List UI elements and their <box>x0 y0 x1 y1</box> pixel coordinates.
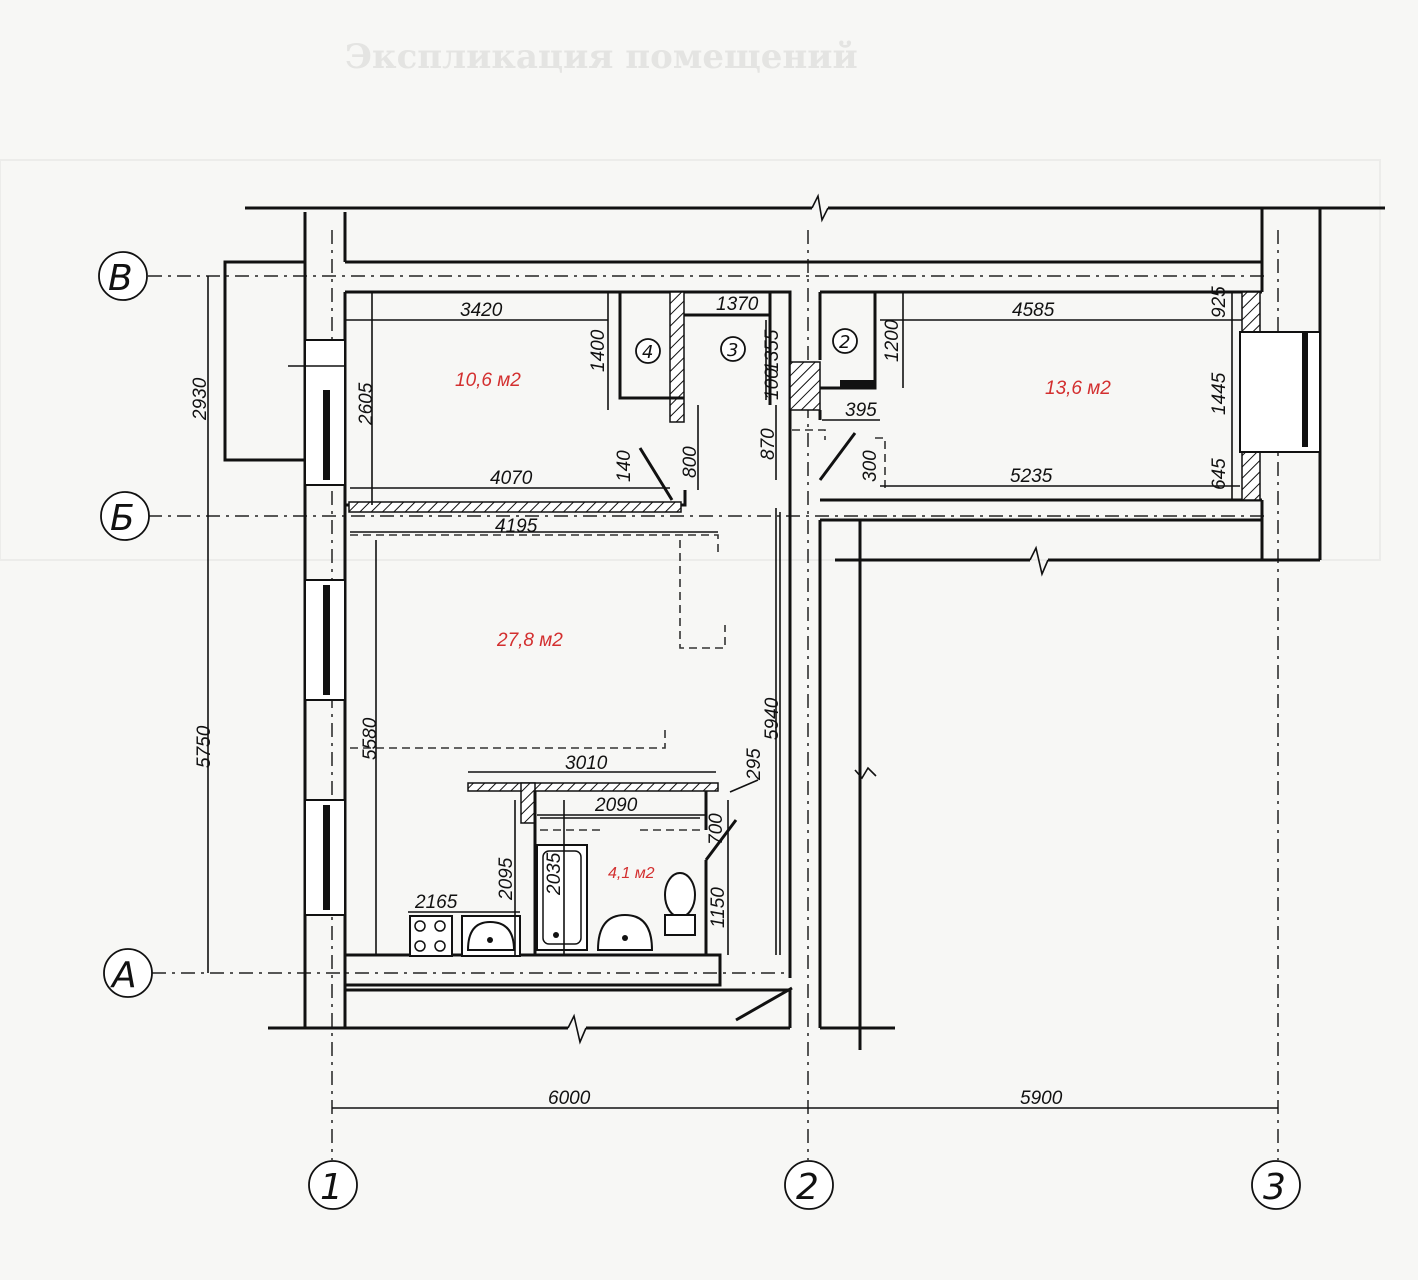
toilet-icon <box>664 872 696 936</box>
dim-1370: 1370 <box>716 294 759 315</box>
dim-1355: 1355 <box>762 329 783 372</box>
svg-text:3: 3 <box>727 340 738 361</box>
dim-5940: 5940 <box>762 697 783 740</box>
axis-label-3: 3 <box>1263 1167 1286 1208</box>
dim-4585: 4585 <box>1012 300 1055 321</box>
dim-1400: 1400 <box>588 329 609 372</box>
dim-6000: 6000 <box>548 1088 591 1109</box>
dim-2090: 2090 <box>594 795 638 816</box>
axis-label-b: Б <box>110 498 135 539</box>
dim-395: 395 <box>845 400 877 421</box>
faint-table <box>0 159 1381 561</box>
dim-4070: 4070 <box>490 468 533 489</box>
dim-1445: 1445 <box>1209 372 1230 415</box>
dim-870: 870 <box>758 428 779 460</box>
dim-4195: 4195 <box>495 516 538 537</box>
dim-2035: 2035 <box>544 852 565 896</box>
furniture-outlines <box>350 429 886 831</box>
svg-text:2: 2 <box>839 332 850 353</box>
room-area-living: 27,8 м2 <box>496 630 563 651</box>
dim-3420: 3420 <box>460 300 503 321</box>
dim-5900: 5900 <box>1020 1088 1063 1109</box>
axis-marker-1: 1 <box>308 1160 358 1210</box>
dim-3010: 3010 <box>565 753 608 774</box>
dim-2605: 2605 <box>356 382 377 426</box>
closet-marker-3: 3 <box>720 336 746 362</box>
dim-2165: 2165 <box>414 892 458 913</box>
dimension-lines <box>207 276 1278 1109</box>
svg-text:4: 4 <box>642 342 653 363</box>
axis-marker-b: Б <box>100 491 150 541</box>
dim-5235: 5235 <box>1010 466 1053 487</box>
bathtub-icon <box>536 844 588 951</box>
room-area-bathroom: 4,1 м2 <box>608 865 655 882</box>
dim-800: 800 <box>680 446 701 478</box>
axis-marker-2: 2 <box>784 1160 834 1210</box>
dim-300: 300 <box>860 450 881 482</box>
dim-5580: 5580 <box>360 717 381 760</box>
walls <box>223 193 1385 1050</box>
dim-700: 700 <box>706 813 727 845</box>
axis-marker-3: 3 <box>1251 1160 1301 1210</box>
dim-1150: 1150 <box>708 887 729 928</box>
dim-925: 925 <box>1209 286 1230 318</box>
dimension-labels: 3420 1370 4585 4070 5235 4195 3010 2090 … <box>190 286 1230 1109</box>
dim-100: 100 <box>762 368 783 400</box>
kitchen-stove-icon <box>409 915 453 957</box>
faint-title: Экспликация помещений <box>345 37 858 77</box>
dim-5750: 5750 <box>194 725 215 768</box>
axis-marker-v: В <box>98 251 148 301</box>
dim-140: 140 <box>614 450 635 482</box>
axis-label-a: А <box>110 955 137 996</box>
room-area-bedroom2: 13,6 м2 <box>1045 378 1111 399</box>
dim-645: 645 <box>1209 458 1230 490</box>
dim-2095: 2095 <box>496 857 517 901</box>
dim-1200: 1200 <box>882 319 903 362</box>
kitchen-sink-icon <box>461 915 521 957</box>
axis-label-1: 1 <box>320 1167 343 1208</box>
axis-label-2: 2 <box>796 1167 819 1208</box>
dim-295: 295 <box>744 748 765 781</box>
closet-marker-4: 4 <box>635 338 661 364</box>
axis-marker-a: А <box>103 948 153 998</box>
closet-marker-2: 2 <box>832 328 858 354</box>
dim-2930: 2930 <box>190 377 211 421</box>
bath-sink-icon <box>596 913 654 951</box>
room-area-bedroom: 10,6 м2 <box>455 370 521 391</box>
axis-label-v: В <box>108 258 133 299</box>
